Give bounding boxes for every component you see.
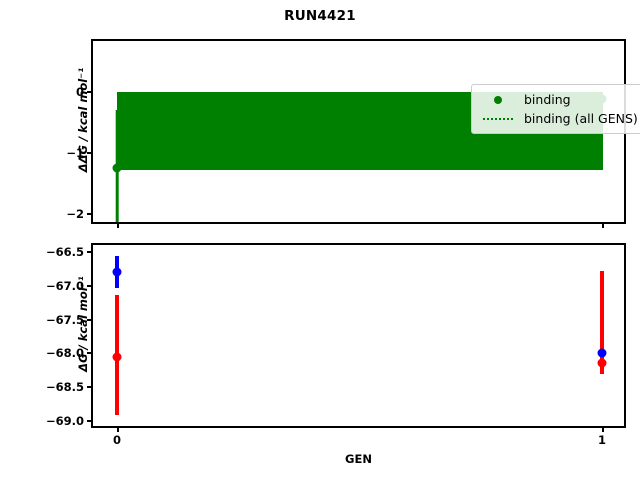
figure-title: RUN4421 bbox=[284, 8, 356, 24]
complex-marker-gen1 bbox=[597, 358, 607, 368]
bottom-yticklabel-3: −68.0 bbox=[45, 346, 84, 360]
top-xtick-1 bbox=[602, 222, 604, 228]
binding-all-gens-line-icon bbox=[480, 117, 516, 120]
bottom-yticklabel-0: −66.5 bbox=[45, 245, 84, 259]
bottom-xtick-1 bbox=[602, 426, 604, 432]
top-panel-ylabel: ΔΔG / kcal mol⁻¹ bbox=[76, 67, 90, 173]
bottom-yticklabel-4: −68.5 bbox=[45, 380, 84, 394]
top-yticklabel-2: −2 bbox=[66, 207, 84, 221]
solvent-marker-gen1 bbox=[597, 348, 607, 358]
top-yticklabel-0: 0 bbox=[75, 85, 84, 99]
legend-item-binding-all-gens[interactable]: binding (all GENS) bbox=[480, 109, 638, 128]
legend-item-binding[interactable]: binding bbox=[480, 90, 638, 109]
bottom-ytick-5 bbox=[87, 420, 93, 422]
legend-label-binding-all-gens: binding (all GENS) bbox=[524, 111, 638, 126]
top-panel-legend: binding binding (all GENS) bbox=[471, 84, 640, 134]
legend-label-binding: binding bbox=[524, 92, 571, 107]
solvent-marker-gen0 bbox=[112, 267, 122, 277]
bottom-ytick-3 bbox=[87, 352, 93, 354]
bottom-panel-axes: ΔG / kcal mol⁻¹ −66.5 −67.0 −67.5 −68.0 … bbox=[46, 243, 626, 447]
top-ytick-1 bbox=[87, 152, 93, 154]
top-xtick-0 bbox=[117, 222, 119, 228]
bottom-yticklabel-1: −67.0 bbox=[45, 279, 84, 293]
bottom-xticklabel-1: 1 bbox=[597, 433, 607, 447]
top-ytick-0 bbox=[87, 91, 93, 93]
top-ytick-2 bbox=[87, 213, 93, 215]
figure-xlabel: GEN bbox=[345, 452, 372, 466]
bottom-xticklabel-0: 0 bbox=[112, 433, 122, 447]
bottom-ytick-4 bbox=[87, 386, 93, 388]
top-yticklabel-1: −1 bbox=[66, 146, 84, 160]
bottom-yticklabel-5: −69.0 bbox=[45, 414, 84, 428]
binding-marker-icon bbox=[480, 95, 516, 104]
complex-marker-gen0 bbox=[112, 352, 122, 362]
bottom-yticklabel-2: −67.5 bbox=[45, 313, 84, 327]
bottom-ytick-0 bbox=[87, 251, 93, 253]
top-panel-axes: ΔΔG / kcal mol⁻¹ 0 −1 −2 bindi bbox=[66, 39, 640, 228]
bottom-ytick-2 bbox=[87, 319, 93, 321]
bottom-ytick-1 bbox=[87, 285, 93, 287]
bottom-panel-plot-area bbox=[93, 245, 624, 426]
bottom-xtick-0 bbox=[117, 426, 119, 432]
binding-marker-gen0 bbox=[112, 163, 122, 173]
complex-errorbar-gen1 bbox=[600, 271, 604, 374]
